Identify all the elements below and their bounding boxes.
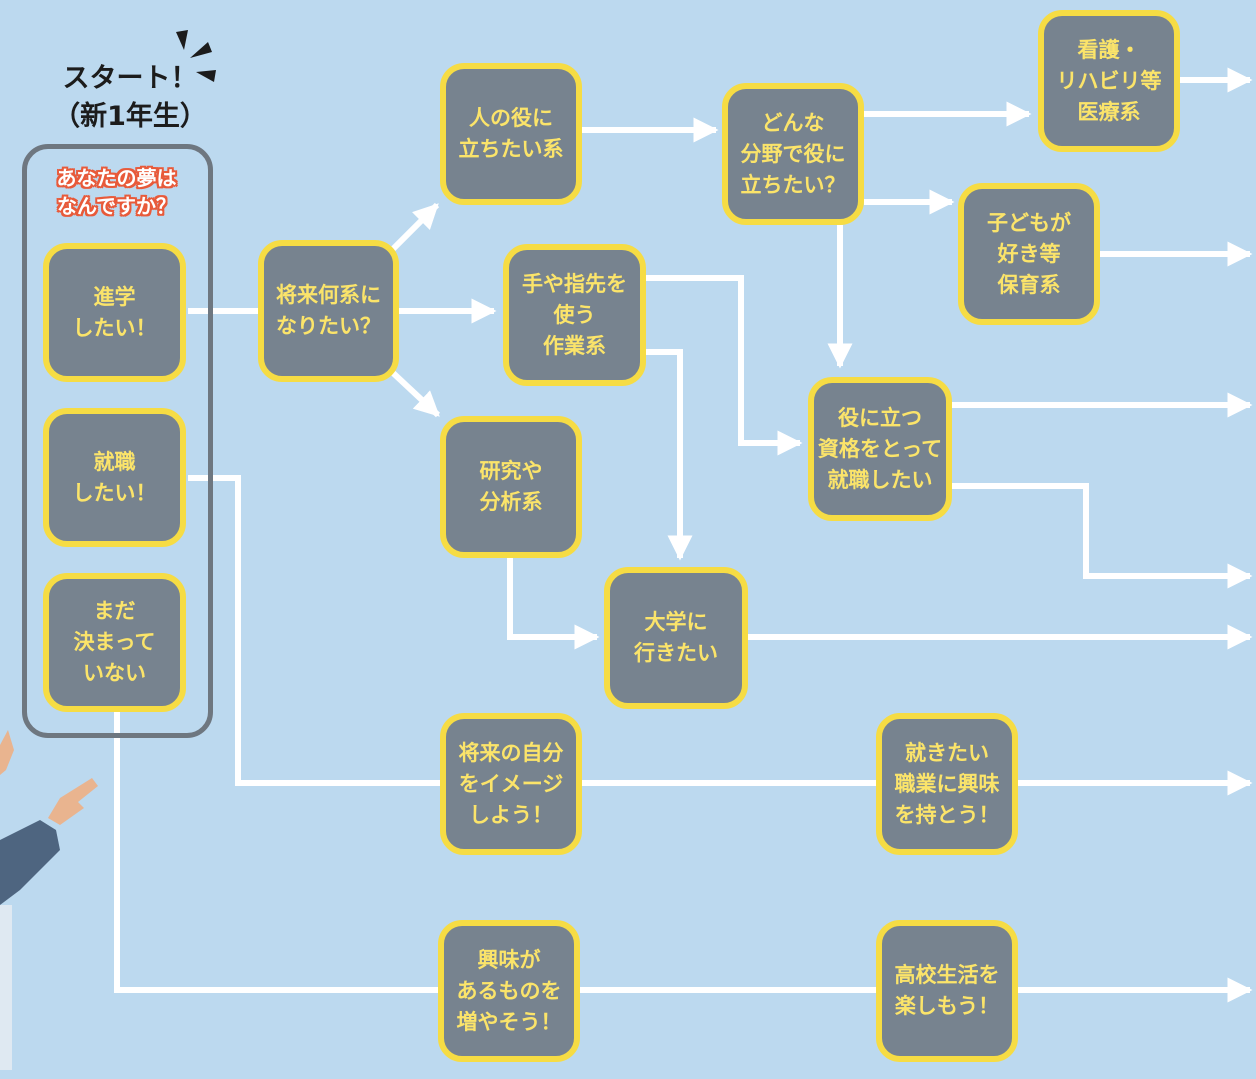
node-shourai-jibun[interactable]: 将来の自分 をイメージ しよう！: [440, 713, 582, 855]
node-kenkyu[interactable]: 研究や 分析系: [440, 416, 582, 558]
dream-question: あなたの夢は なんですか？: [56, 166, 177, 218]
burst-icon: [176, 30, 216, 82]
node-daigaku[interactable]: 大学に 行きたい: [604, 567, 748, 709]
connector-shushoku: [188, 475, 444, 786]
node-koukou[interactable]: 高校生活を 楽しもう！: [876, 920, 1018, 1062]
connector-to-kenkyu: [389, 369, 441, 418]
connector-shikaku-out2: [952, 483, 1253, 589]
node-hito-no-yaku[interactable]: 人の役に 立ちたい系: [440, 63, 582, 205]
node-shokugyou[interactable]: 就きたい 職業に興味 を持とう！: [876, 713, 1018, 855]
node-shingaku[interactable]: 進学 したい！: [43, 243, 186, 382]
connector-te-shikaku: [646, 275, 803, 456]
connector-mada: [114, 710, 444, 993]
node-shushoku[interactable]: 就職 したい！: [43, 408, 186, 547]
start-choice-frame: [22, 144, 213, 738]
node-kyoumi[interactable]: 興味が あるものを 増やそう！: [438, 920, 580, 1062]
pointing-hand-image: [0, 730, 98, 1070]
node-donna-bunya[interactable]: どんな 分野で役に 立ちたい？: [722, 83, 864, 225]
connector-kenkyu-daigaku: [507, 558, 600, 650]
node-shikaku[interactable]: 役に立つ 資格をとって 就職したい: [808, 377, 952, 521]
node-mada[interactable]: まだ 決まって いない: [43, 573, 186, 712]
connector-to-hito: [387, 202, 440, 255]
connector-te-daigaku: [646, 349, 693, 561]
node-shourai-nanikei[interactable]: 将来何系に なりたい？: [258, 240, 399, 382]
node-kodomo[interactable]: 子どもが 好き等 保育系: [958, 183, 1100, 325]
start-title: スタート！ （新1年生）: [53, 63, 207, 132]
node-te-ya-yubisaki[interactable]: 手や指先を 使う 作業系: [503, 244, 646, 386]
node-kango[interactable]: 看護・ リハビリ等 医療系: [1038, 10, 1180, 152]
